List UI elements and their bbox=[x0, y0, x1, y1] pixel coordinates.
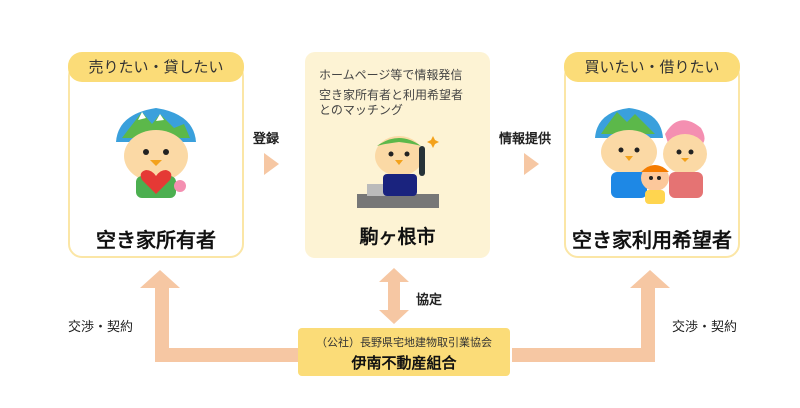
register-arrow bbox=[264, 153, 279, 175]
negotiation-right-label: 交渉・契約 bbox=[672, 320, 738, 335]
owner-card: 空き家所有者 bbox=[68, 62, 244, 258]
mascot-with-heart-icon bbox=[116, 108, 196, 198]
info-arrow bbox=[524, 153, 539, 175]
info-label: 情報提供 bbox=[499, 132, 552, 147]
user-card: 空き家利用希望者 bbox=[564, 62, 740, 258]
negotiation-left-label: 交渉・契約 bbox=[68, 320, 134, 335]
negotiation-left-arrow bbox=[140, 270, 298, 362]
owner-title: 空き家所有者 bbox=[96, 228, 216, 252]
negotiation-right-arrow bbox=[512, 270, 670, 362]
association-line-1: （公社）長野県宅地建物取引業協会 bbox=[316, 336, 492, 349]
city-title: 駒ヶ根市 bbox=[359, 226, 436, 248]
city-line-1: ホームページ等で情報発信 bbox=[319, 68, 463, 82]
city-line-2: 空き家所有者と利用希望者 bbox=[319, 88, 464, 102]
buyer-tag: 買いたい・借りたい bbox=[564, 52, 740, 82]
city-box: ホームページ等で情報発信 空き家所有者と利用希望者 とのマッチング 駒ヶ根市 bbox=[305, 52, 490, 258]
mascot-family-icon bbox=[595, 108, 707, 204]
user-title: 空き家利用希望者 bbox=[572, 228, 732, 252]
city-line-3: とのマッチング bbox=[319, 103, 403, 117]
association-line-2: 伊南不動産組合 bbox=[351, 354, 457, 372]
register-label: 登録 bbox=[253, 132, 280, 147]
agreement-double-arrow bbox=[379, 268, 409, 324]
mascot-telephone-icon bbox=[357, 136, 439, 208]
seller-tag: 売りたい・貸したい bbox=[68, 52, 244, 82]
association-box: （公社）長野県宅地建物取引業協会 伊南不動産組合 bbox=[298, 328, 510, 376]
agreement-label: 協定 bbox=[416, 293, 443, 308]
